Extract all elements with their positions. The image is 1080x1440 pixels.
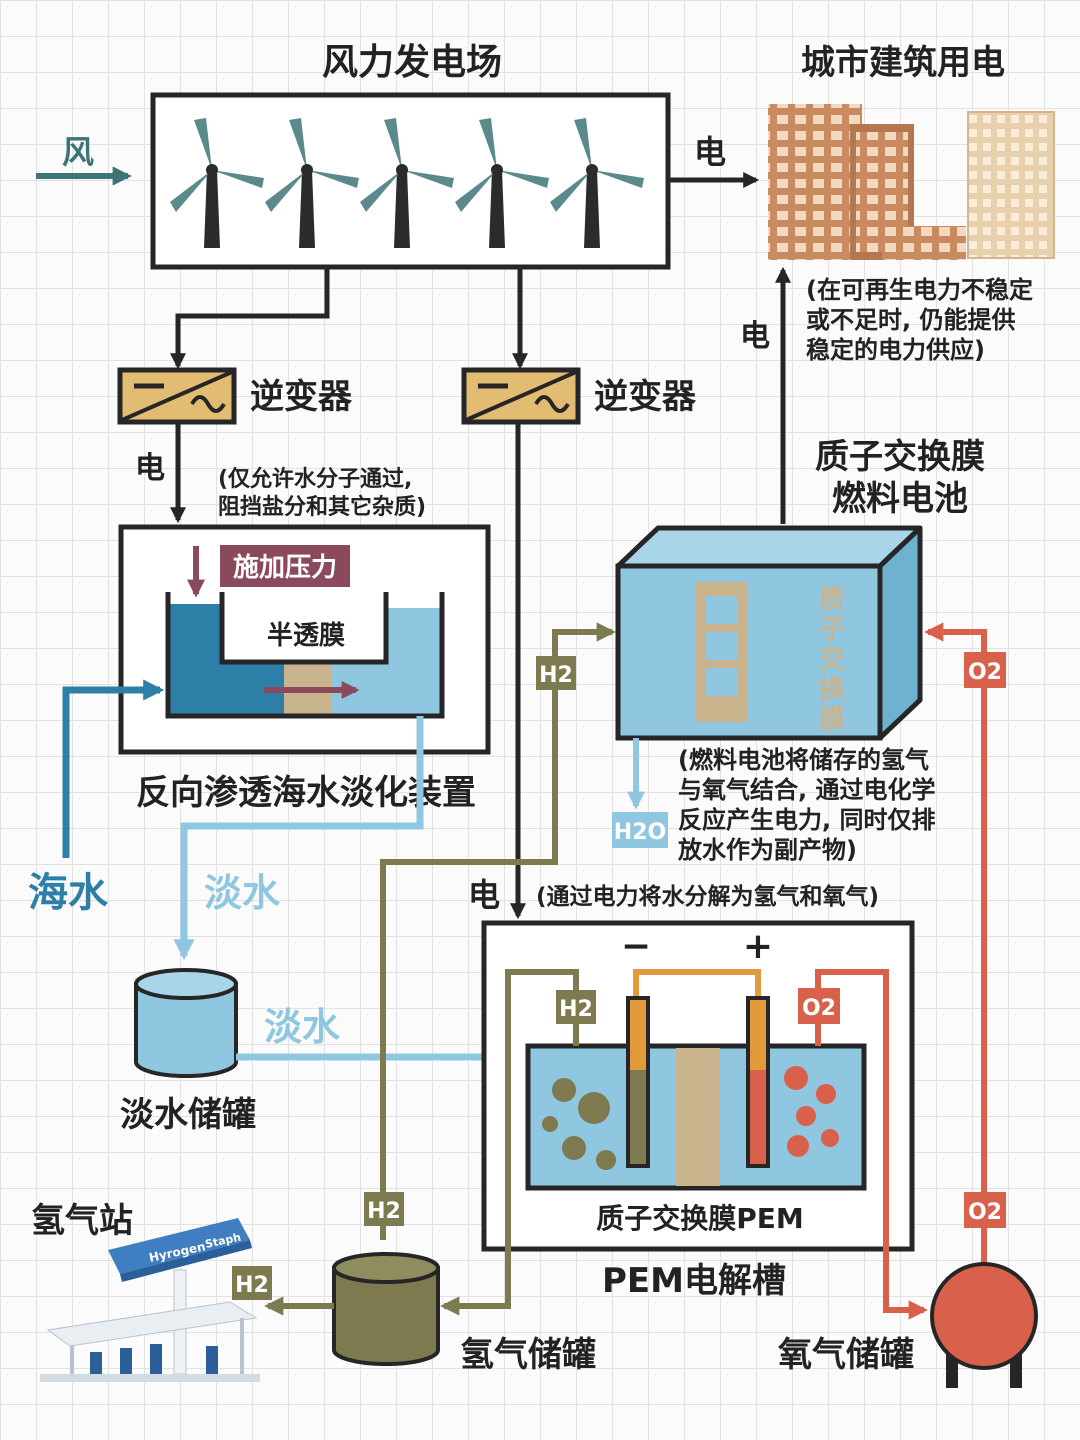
o2-badge-label: O2 (968, 660, 1002, 685)
fuel-cell-membrane-icon (696, 582, 748, 722)
city-note-line: (在可再生电力不稳定 (806, 276, 1033, 304)
city-note-line: 或不足时, 仍能提供 (806, 306, 1015, 334)
h2o-badge-label: H2O (614, 820, 666, 845)
power-to-ro-label: 电 (135, 451, 165, 486)
minus-terminal: − (621, 926, 651, 967)
fuel-cell-title-line1: 质子交换膜 (815, 437, 985, 477)
fresh-water-label: 淡水 (204, 871, 281, 915)
inverter-left-label: 逆变器 (250, 377, 353, 417)
hydrogen-station-icon: Hyrogen Staph (40, 1218, 260, 1382)
wind-turbine-icon (550, 118, 644, 248)
fuel-cell-membrane-char: 换 (819, 675, 846, 705)
o2-badge (798, 988, 840, 1024)
h2-badge-label: H2 (235, 1273, 269, 1298)
o2-tank-title: 氧气储罐 (778, 1335, 914, 1375)
fresh-water-label-2: 淡水 (264, 1005, 341, 1049)
fuel-cell-to-city-label: 电 (740, 319, 770, 354)
water-tank-title: 淡水储罐 (120, 1095, 256, 1135)
fuel-cell-box (615, 525, 923, 741)
h2-badge (536, 656, 576, 690)
city-title: 城市建筑用电 (801, 43, 1005, 83)
inverter-right-icon (461, 367, 581, 425)
ro-tank (165, 592, 445, 719)
water-tank-icon (134, 968, 238, 1078)
city-note: (在可再生电力不稳定 或不足时, 仍能提供 稳定的电力供应) (806, 276, 1033, 364)
membrane-note-line: (仅允许水分子通过, (218, 466, 412, 492)
fuel-cell-membrane-char: 交 (819, 644, 845, 675)
ro-device-title: 反向渗透海水淡化装置 (136, 773, 476, 813)
fuel-cell-membrane-label: 质子交换膜 (819, 585, 846, 735)
o2-badge-label: O2 (968, 1200, 1002, 1225)
electrolyzer-cell (525, 996, 867, 1191)
fuel-cell-membrane-char: 子 (819, 615, 845, 645)
h2-tank-icon (332, 1252, 440, 1366)
power-line-left (169, 267, 330, 370)
fuel-cell-membrane-text: 质子交换膜 (819, 585, 846, 735)
wind-turbine-icon (265, 118, 359, 248)
h2-badge (364, 1192, 404, 1226)
fuel-cell-membrane-char: 膜 (819, 705, 845, 735)
wind-farm-title: 风力发电场 (322, 42, 502, 83)
circuit-wire (633, 969, 761, 998)
wind-turbine-icon (455, 118, 549, 248)
h2-badge (232, 1266, 272, 1300)
h2-badge-label: H2 (559, 997, 593, 1022)
plus-terminal: + (743, 926, 773, 967)
wind-label: 风 (62, 133, 94, 171)
h2-badge-label: H2 (367, 1199, 401, 1224)
membrane-label: 半透膜 (267, 621, 345, 651)
fuel-cell-note-line: 反应产生电力, 同时仅排 (678, 806, 935, 834)
membrane-note-line: 阻挡盐分和其它杂质) (218, 494, 426, 520)
fuel-cell-note-line: 与氧气结合, 通过电化学 (678, 776, 935, 804)
electrolyzer-power-label: 电 (468, 876, 500, 914)
seawater-label: 海水 (28, 870, 109, 916)
fresh-water-flow-arrow (173, 716, 424, 961)
h2-badge-label: H2 (539, 663, 573, 688)
station-title: 氢气站 (31, 1201, 133, 1241)
h2-to-fuel-cell-arrow (380, 622, 616, 1240)
h2o-badge (612, 812, 668, 848)
inverter-left-icon (117, 367, 237, 425)
h2-badge (556, 990, 596, 1024)
fuel-cell-note-line: (燃料电池将储存的氢气 (678, 746, 929, 774)
city-buildings-icon (768, 104, 1055, 260)
fuel-cell-membrane-char: 质 (819, 585, 845, 615)
wind-turbines (170, 118, 644, 248)
o2-tank-icon (930, 1262, 1038, 1388)
electrolysis-note: (通过电力将水分解为氢气和氧气) (536, 883, 879, 910)
o2-badge (964, 1192, 1006, 1228)
power-to-city-label: 电 (694, 133, 726, 171)
o2-badge-label: O2 (802, 996, 836, 1021)
apply-pressure-badge (220, 545, 350, 587)
seawater-flow-arrow (62, 679, 165, 858)
apply-pressure-label: 施加压力 (233, 552, 337, 583)
fuel-cell-title-line2: 燃料电池 (832, 479, 968, 519)
o2-to-fuel-cell-arrow (924, 622, 987, 1268)
inverter-right-label: 逆变器 (594, 377, 697, 417)
city-note-line: 稳定的电力供应) (806, 336, 985, 364)
o2-badge (964, 652, 1006, 688)
fuel-cell-note-line: 放水作为副产物) (677, 836, 857, 864)
h2-tank-title: 氢气储罐 (460, 1335, 596, 1375)
wind-turbine-icon (360, 118, 454, 248)
electrolyzer-title: PEM电解槽 (602, 1261, 786, 1301)
pem-label: 质子交换膜PEM (596, 1202, 804, 1235)
wind-turbine-icon (170, 118, 264, 248)
